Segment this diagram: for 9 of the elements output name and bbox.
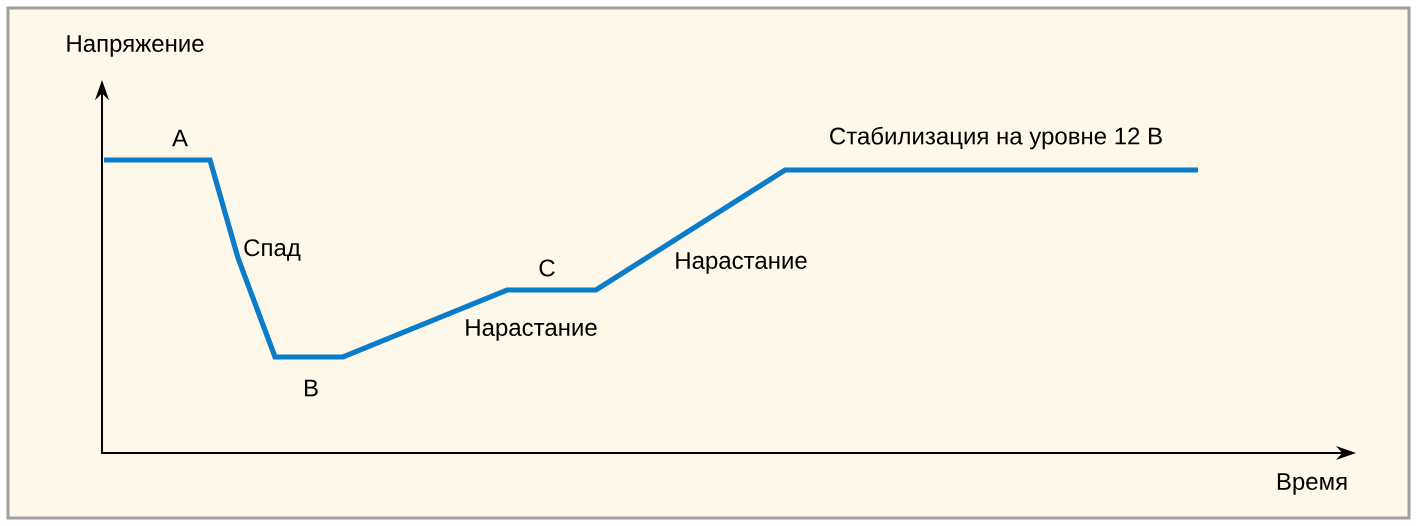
segment-label: Спад: [244, 239, 301, 261]
segment-label: Нарастание: [676, 252, 807, 274]
segment-label: B: [305, 379, 318, 397]
segment-label: A: [172, 129, 188, 147]
segment-label: Стабилизация на уровне 12 В: [830, 126, 1162, 150]
segment-label: Нарастание: [466, 319, 597, 341]
axis-label: Напряжение: [67, 35, 204, 57]
segment-label: C: [539, 259, 555, 277]
axis-label: Время: [1277, 473, 1347, 495]
